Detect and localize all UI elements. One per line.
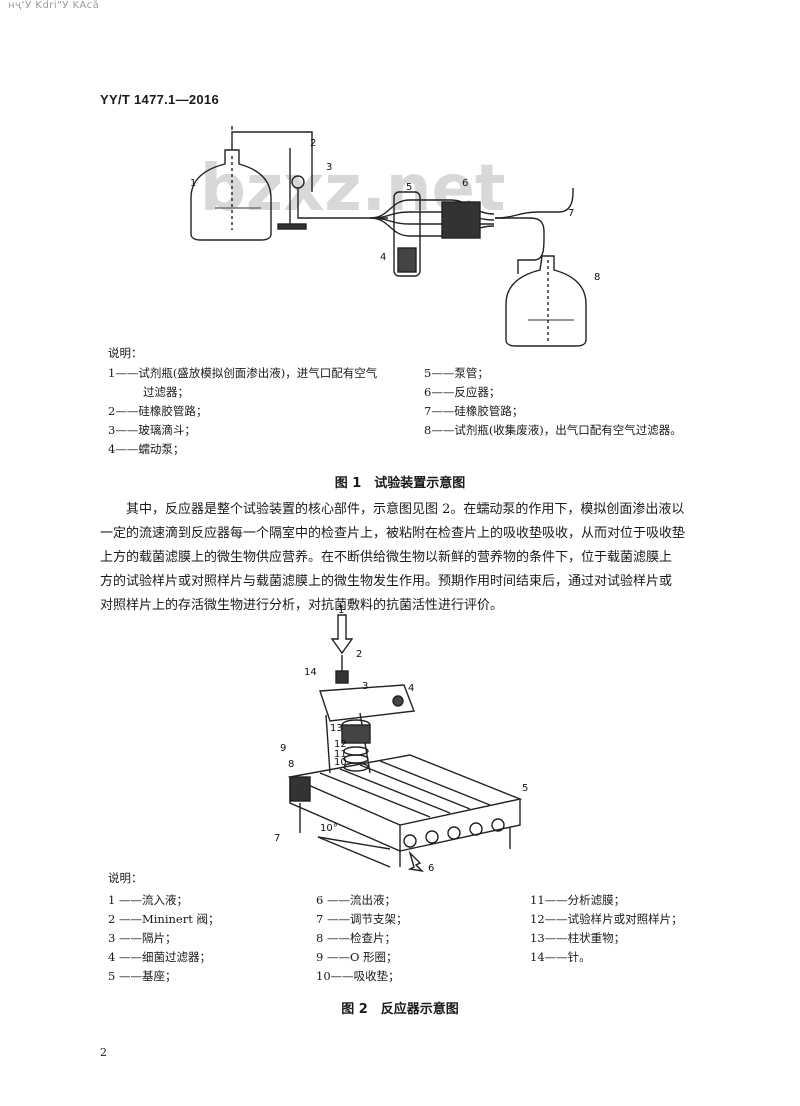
paragraph-line: 方的试验样片或对照样片与载菌滤膜上的微生物发生作用。预期作用时间结束后，通过对试… (100, 574, 673, 589)
fig2-angle-label: 10° (320, 823, 338, 834)
reagent-bottle-8 (505, 255, 587, 347)
fig1-label: 3 (326, 162, 332, 173)
fig1-legend-item: 5——泵管； (424, 366, 489, 380)
septum-plate (319, 684, 415, 722)
fig2-legend-item: 3 ——隔片； (108, 931, 177, 945)
fig2-label: 11 (334, 749, 347, 760)
fig2-legend-item: 6 ——流出液； (316, 893, 396, 907)
fig1-label: 5 (406, 182, 412, 193)
fig2-legend-item: 12——试验样片或对照样片； (530, 912, 683, 926)
reactor-6 (441, 201, 481, 239)
top-stamp: нҷ‘Ӯ Kdrі"Ӯ KAcӑ (8, 0, 100, 11)
paragraph-line: 一定的流速滴到反应器每一个隔室中的检查片上，被粘附在检查片上的吸收垫吸收，从而对… (100, 526, 686, 541)
reactor-base (287, 754, 523, 826)
fig2-label: 14 (304, 667, 317, 678)
fig2-label: 6 (428, 863, 434, 874)
paragraph-line: 上方的载菌滤膜上的微生物供应营养。在不断供给微生物以新鲜的营养物的条件下，位于载… (100, 550, 673, 565)
fig2-legend-item: 14——针。 (530, 950, 591, 964)
fig2-label: 2 (356, 649, 362, 660)
fig1-label: 6 (462, 178, 468, 189)
fig2-legend-title: 说明： (108, 871, 143, 885)
fig2-label: 1 (338, 605, 344, 616)
fig1-legend-item: 1——试剂瓶(盛放模拟创面渗出液)，进气口配有空气 (108, 366, 378, 380)
fig1-label: 7 (568, 208, 574, 219)
inflow-arrow (330, 614, 354, 655)
fig1-legend-title: 说明： (108, 346, 143, 360)
fig1-label: 1 (190, 178, 196, 189)
fig1-label: 8 (594, 272, 600, 283)
fig2-label: 7 (274, 833, 280, 844)
fig1-legend-item: 过滤器； (143, 385, 189, 399)
fig2-legend-item: 10——吸收垫； (316, 969, 400, 983)
paragraph-line: 对照样片上的存活微生物进行分析，对抗菌敷料的抗菌活性进行评价。 (100, 598, 504, 613)
figure-2-reactor-diagram: 1 2 3 4 5 6 7 8 9 10 11 12 13 14 10° (274, 605, 528, 874)
fig2-legend-item: 11——分析滤膜； (530, 893, 626, 907)
fig1-legend-item: 3——玻璃滴斗； (108, 423, 196, 437)
fig2-label: 3 (362, 681, 368, 692)
fig2-label: 10 (334, 757, 347, 768)
fig2-legend-item: 8 ——检查片； (316, 931, 396, 945)
reagent-bottle-1 (190, 149, 272, 241)
body-paragraph: 其中，反应器是整个试验装置的核心部件，示意图见图 2。在蠕动泵的作用下，模拟创面… (100, 498, 700, 618)
figure-1-apparatus-diagram: bzxz.net 1 2 3 4 5 6 7 8 (190, 126, 600, 347)
fig1-legend-item: 2——硅橡胶管路； (108, 404, 208, 418)
fig2-legend-item: 1 ——流入液； (108, 893, 188, 907)
fig2-label: 9 (280, 743, 286, 754)
silicone-tube-7 (495, 217, 545, 274)
mininert-valve (335, 670, 349, 684)
fig1-legend-item: 7——硅橡胶管路； (424, 404, 524, 418)
fig1-label: 2 (310, 138, 316, 149)
standard-code: YY/T 1477.1—2016 (100, 92, 219, 107)
fig1-label: 4 (380, 252, 386, 263)
fig2-label: 8 (288, 759, 294, 770)
cylindrical-weight (341, 724, 371, 744)
fig2-legend-item: 7 ——调节支架； (316, 912, 408, 926)
fig1-legend-item: 4——蠕动泵； (108, 442, 185, 456)
fig2-legend-item: 5 ——基座； (108, 969, 177, 983)
fig1-legend-item: 8——试剂瓶(收集废液)，出气口配有空气过滤器。 (424, 423, 682, 437)
fig2-label: 4 (408, 683, 414, 694)
fig1-legend-item: 6——反应器； (424, 385, 501, 399)
fig2-label: 13 (330, 723, 343, 734)
silicone-tube-2 (231, 126, 313, 192)
paragraph-line: 其中，反应器是整个试验装置的核心部件，示意图见图 2。在蠕动泵的作用下，模拟创面… (126, 502, 685, 517)
fig2-legend-item: 9 ——O 形圈； (316, 950, 398, 964)
fig2-legend-item: 4 ——细菌过滤器； (108, 950, 211, 964)
bacterial-filter (392, 695, 404, 707)
fig2-legend-item: 2 ——Mininert 阀； (108, 912, 220, 926)
page-number: 2 (100, 1046, 107, 1059)
fig2-label: 5 (522, 783, 528, 794)
figure-2-caption: 图 2 反应器示意图 (341, 1002, 459, 1017)
figure-1-caption: 图 1 试验装置示意图 (334, 476, 466, 491)
fig2-legend-item: 13——柱状重物； (530, 931, 626, 945)
peristaltic-pump-4 (393, 191, 421, 277)
fig2-label: 12 (334, 739, 347, 750)
